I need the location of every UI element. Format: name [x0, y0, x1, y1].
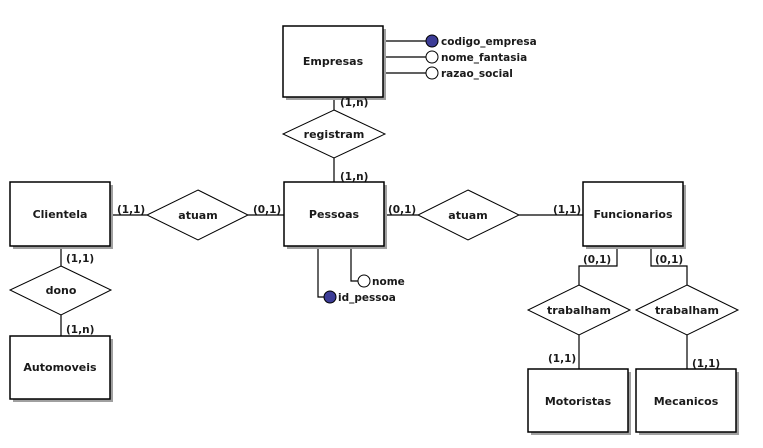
- cardinality-clientela-dono: (1,1): [66, 253, 94, 265]
- connectors: [60, 40, 688, 369]
- attribute-codigo-empresa[interactable]: codigo_empresa: [425, 34, 537, 48]
- entity-automoveis[interactable]: Automoveis: [9, 335, 113, 402]
- cardinality-pessoas-registram: (1,n): [340, 171, 368, 183]
- attribute-icon: [425, 66, 439, 80]
- cardinality-pessoas-atuam-left: (0,1): [253, 204, 281, 216]
- cardinalities: (1,n) (1,n) (1,1) (0,1) (0,1) (1,1) (1,1…: [66, 97, 720, 370]
- relationship-label: atuam: [448, 209, 487, 222]
- relationship-atuam-clientela[interactable]: atuam: [145, 189, 250, 241]
- entity-label: Funcionarios: [593, 208, 672, 221]
- cardinality-pessoas-atuam-right: (0,1): [388, 204, 416, 216]
- attribute-id-pessoa[interactable]: id_pessoa: [323, 290, 396, 304]
- entity-clientela[interactable]: Clientela: [9, 181, 113, 249]
- entity-mecanicos[interactable]: Mecanicos: [635, 368, 739, 435]
- primary-key-icon: [425, 34, 439, 48]
- entity-motoristas[interactable]: Motoristas: [527, 368, 631, 435]
- entity-empresas[interactable]: Empresas: [282, 25, 386, 100]
- edge-funcionarios-trabalham-mecanicos: [650, 246, 688, 285]
- attribute-icon: [357, 274, 371, 288]
- attribute-nome[interactable]: nome: [357, 274, 405, 288]
- cardinality-automoveis-dono: (1,n): [66, 324, 94, 336]
- cardinality-empresas-registram: (1,n): [340, 97, 368, 109]
- entity-label: Motoristas: [545, 395, 612, 408]
- cardinality-motoristas-trabalham: (1,1): [548, 353, 576, 365]
- attribute-label: razao_social: [441, 68, 513, 80]
- relationship-trabalham-mecanicos[interactable]: trabalham: [634, 284, 740, 336]
- cardinality-funcionarios-trabalham-right: (0,1): [655, 254, 683, 266]
- cardinality-funcionarios-trabalham-left: (0,1): [583, 254, 611, 266]
- attribute-icon: [425, 50, 439, 64]
- primary-key-icon: [323, 290, 337, 304]
- relationship-registram[interactable]: registram: [281, 109, 387, 159]
- attribute-razao-social[interactable]: razao_social: [425, 66, 513, 80]
- relationship-label: trabalham: [655, 304, 719, 317]
- entity-funcionarios[interactable]: Funcionarios: [582, 181, 686, 249]
- relationship-label: registram: [304, 128, 365, 141]
- cardinality-mecanicos-trabalham: (1,1): [692, 358, 720, 370]
- attribute-label: id_pessoa: [338, 292, 396, 304]
- entity-label: Automoveis: [23, 361, 97, 374]
- edge-attr-nome: [350, 246, 358, 282]
- relationship-atuam-funcionarios[interactable]: atuam: [416, 189, 521, 241]
- attribute-label: nome: [372, 276, 405, 288]
- attribute-label: nome_fantasia: [441, 52, 527, 64]
- relationship-label: atuam: [178, 209, 217, 222]
- entity-label: Mecanicos: [654, 395, 719, 408]
- relationship-trabalham-motoristas[interactable]: trabalham: [526, 284, 632, 336]
- attribute-nome-fantasia[interactable]: nome_fantasia: [425, 50, 527, 64]
- entity-label: Empresas: [303, 55, 364, 68]
- relationship-dono[interactable]: dono: [8, 265, 113, 316]
- entity-pessoas[interactable]: Pessoas: [283, 181, 387, 249]
- cardinality-clientela-atuam: (1,1): [117, 204, 145, 216]
- relationship-label: trabalham: [547, 304, 611, 317]
- edge-attr-id-pessoa: [317, 246, 324, 298]
- attribute-label: codigo_empresa: [441, 36, 537, 48]
- entity-label: Pessoas: [309, 208, 360, 221]
- cardinality-funcionarios-atuam: (1,1): [553, 204, 581, 216]
- edge-funcionarios-trabalham-motoristas: [578, 246, 618, 285]
- entity-label: Clientela: [33, 208, 88, 221]
- relationship-label: dono: [46, 284, 77, 297]
